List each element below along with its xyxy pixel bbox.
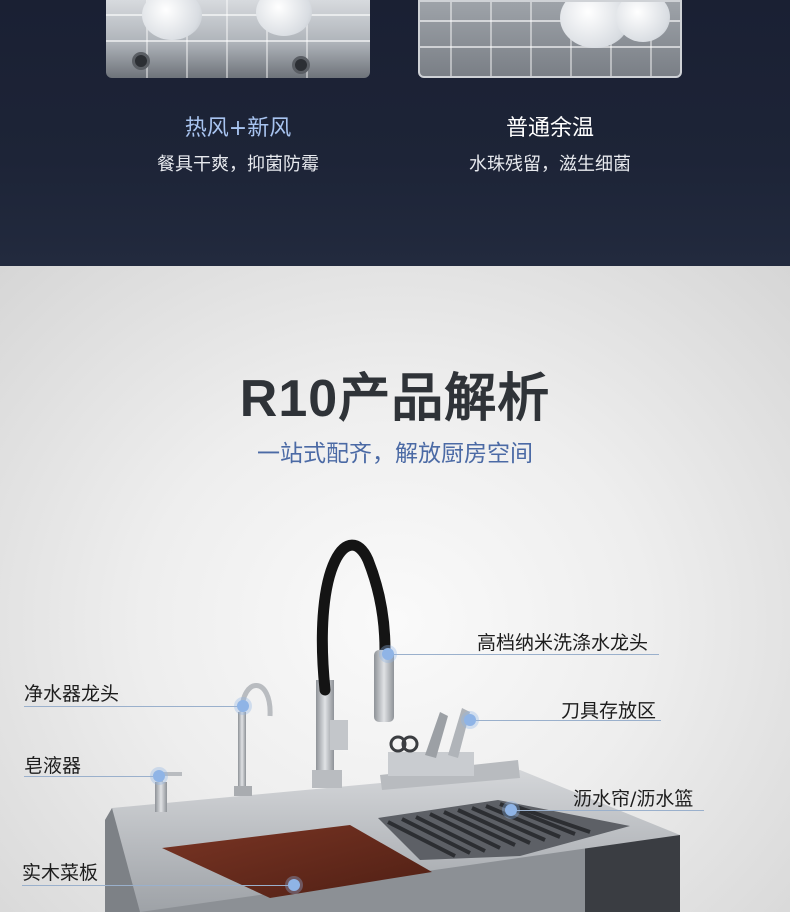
callout-soap-label: 皂液器 <box>24 755 82 777</box>
callout-faucet-dot[interactable] <box>382 648 394 660</box>
section-subtitle: 一站式配齐，解放厨房空间 <box>257 441 533 467</box>
callout-soap-line <box>24 776 160 777</box>
callout-faucet-label: 高档纳米洗涤水龙头 <box>477 632 649 654</box>
callout-knife-label: 刀具存放区 <box>561 700 657 722</box>
comparison-band: 热风+新风 餐具干爽，抑菌防霉 普通余温 水珠残留，滋生细菌 <box>0 0 790 266</box>
dishwasher-normal-image <box>418 0 682 78</box>
callout-drain-line <box>511 810 704 811</box>
callout-board-line <box>22 885 294 886</box>
callout-board-dot[interactable] <box>288 879 300 891</box>
feature-title-hot-air: 热风+新风 <box>184 116 292 141</box>
callout-knife-dot[interactable] <box>464 714 476 726</box>
feature-title-normal: 普通余温 <box>505 116 594 141</box>
callout-drain-dot[interactable] <box>505 804 517 816</box>
dishwasher-hot-air-image <box>106 0 370 78</box>
callout-knife-line <box>470 720 661 721</box>
callout-soap-dot[interactable] <box>153 770 165 782</box>
callout-faucet-line <box>388 654 659 655</box>
callout-purifier-dot[interactable] <box>237 700 249 712</box>
callout-purifier-label: 净水器龙头 <box>24 683 120 705</box>
feature-subtitle-hot-air: 餐具干爽，抑菌防霉 <box>157 154 319 175</box>
section-title: R10产品解析 <box>239 370 551 428</box>
callout-drain-label: 沥水帘/沥水篮 <box>573 788 694 810</box>
feature-subtitle-normal: 水珠残留，滋生细菌 <box>469 154 631 175</box>
callout-board-label: 实木菜板 <box>22 862 99 884</box>
callout-purifier-line <box>24 706 244 707</box>
